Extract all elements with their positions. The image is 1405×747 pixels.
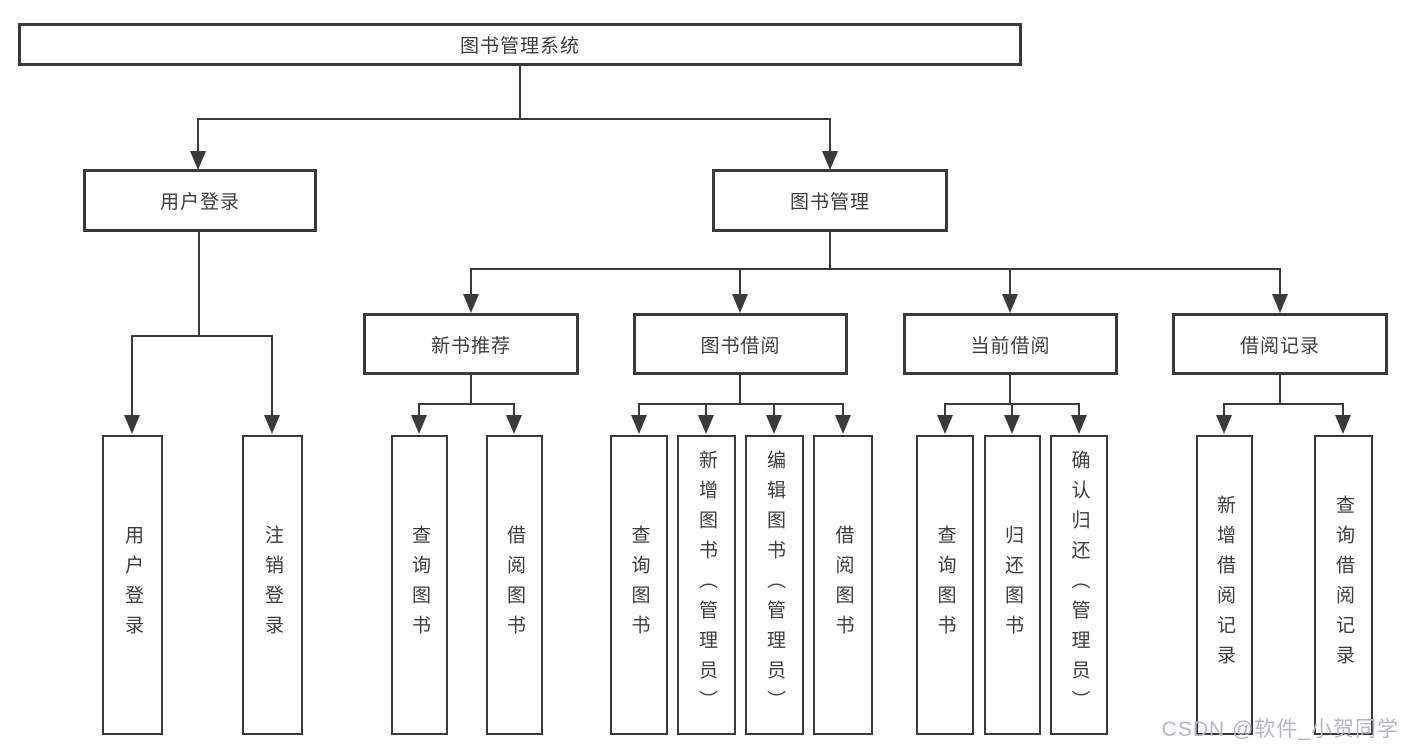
leaf-borrow-books: 借阅图书 xyxy=(813,435,873,735)
leaf-logout: 注销登录 xyxy=(242,435,303,735)
connector-line xyxy=(1009,268,1011,295)
arrow-down-icon xyxy=(1004,415,1020,434)
connector-line xyxy=(638,403,844,405)
arrow-down-icon xyxy=(822,151,838,170)
arrow-down-icon xyxy=(631,415,647,434)
connector-line xyxy=(829,232,831,269)
connector-line xyxy=(1011,403,1013,416)
connector-line xyxy=(842,403,844,416)
connector-line xyxy=(739,375,741,404)
arrow-down-icon xyxy=(1216,415,1232,434)
leaf-user-login: 用户登录 xyxy=(102,435,163,735)
arrow-down-icon xyxy=(1071,415,1087,434)
connector-line xyxy=(197,118,831,120)
node-book-borrowing: 图书借阅 xyxy=(633,313,848,375)
node-current-borrowing: 当前借阅 xyxy=(903,313,1118,375)
connector-line xyxy=(470,268,472,295)
arrow-down-icon xyxy=(732,294,748,313)
connector-line xyxy=(1342,403,1344,416)
node-root-system: 图书管理系统 xyxy=(18,23,1022,66)
connector-line xyxy=(638,403,640,416)
arrow-down-icon xyxy=(1272,294,1288,313)
connector-line xyxy=(829,118,831,151)
connector-line xyxy=(1279,268,1281,295)
node-book-management-branch: 图书管理 xyxy=(712,169,948,232)
arrow-down-icon xyxy=(766,415,782,434)
leaf-borrow-query-books: 查询图书 xyxy=(610,435,668,735)
arrow-down-icon xyxy=(190,151,206,170)
connector-line xyxy=(1223,403,1225,416)
connector-line xyxy=(197,118,199,151)
leaf-query-borrow-record: 查询借阅记录 xyxy=(1314,435,1373,735)
connector-line xyxy=(1223,403,1344,405)
arrow-down-icon xyxy=(937,415,953,434)
connector-line xyxy=(773,403,775,416)
arrow-down-icon xyxy=(124,415,140,434)
leaf-edit-books-admin: 编辑图书（管理员） xyxy=(745,435,804,735)
connector-line xyxy=(739,268,741,295)
leaf-current-query-books: 查询图书 xyxy=(916,435,974,735)
connector-line xyxy=(944,403,946,416)
connector-line xyxy=(271,335,273,416)
node-borrowing-records: 借阅记录 xyxy=(1172,313,1388,375)
arrow-down-icon xyxy=(698,415,714,434)
arrow-down-icon xyxy=(835,415,851,434)
arrow-down-icon xyxy=(463,294,479,313)
leaf-recommend-borrow-books: 借阅图书 xyxy=(486,435,543,735)
connector-line xyxy=(1078,403,1080,416)
connector-line xyxy=(470,375,472,404)
leaf-add-books-admin: 新增图书（管理员） xyxy=(677,435,736,735)
connector-line xyxy=(1279,375,1281,404)
connector-line xyxy=(470,268,1281,270)
connector-line xyxy=(131,335,133,416)
connector-line xyxy=(131,335,273,337)
connector-line xyxy=(513,403,515,416)
watermark: CSDN @软件_小贺同学 xyxy=(1161,718,1399,741)
arrow-down-icon xyxy=(264,415,280,434)
connector-line xyxy=(705,403,707,416)
arrow-down-icon xyxy=(1002,294,1018,313)
node-new-book-recommend: 新书推荐 xyxy=(363,313,579,375)
arrow-down-icon xyxy=(1335,415,1351,434)
leaf-return-books: 归还图书 xyxy=(984,435,1041,735)
connector-line xyxy=(1009,375,1011,404)
leaf-recommend-query-books: 查询图书 xyxy=(391,435,448,735)
node-user-login-branch: 用户登录 xyxy=(83,169,317,232)
connector-line xyxy=(198,232,200,336)
leaf-confirm-return-admin: 确认归还（管理员） xyxy=(1050,435,1108,735)
connector-line xyxy=(418,403,420,416)
arrow-down-icon xyxy=(411,415,427,434)
connector-line xyxy=(519,66,521,119)
arrow-down-icon xyxy=(506,415,522,434)
leaf-add-borrow-record: 新增借阅记录 xyxy=(1196,435,1253,735)
connector-line xyxy=(418,403,515,405)
